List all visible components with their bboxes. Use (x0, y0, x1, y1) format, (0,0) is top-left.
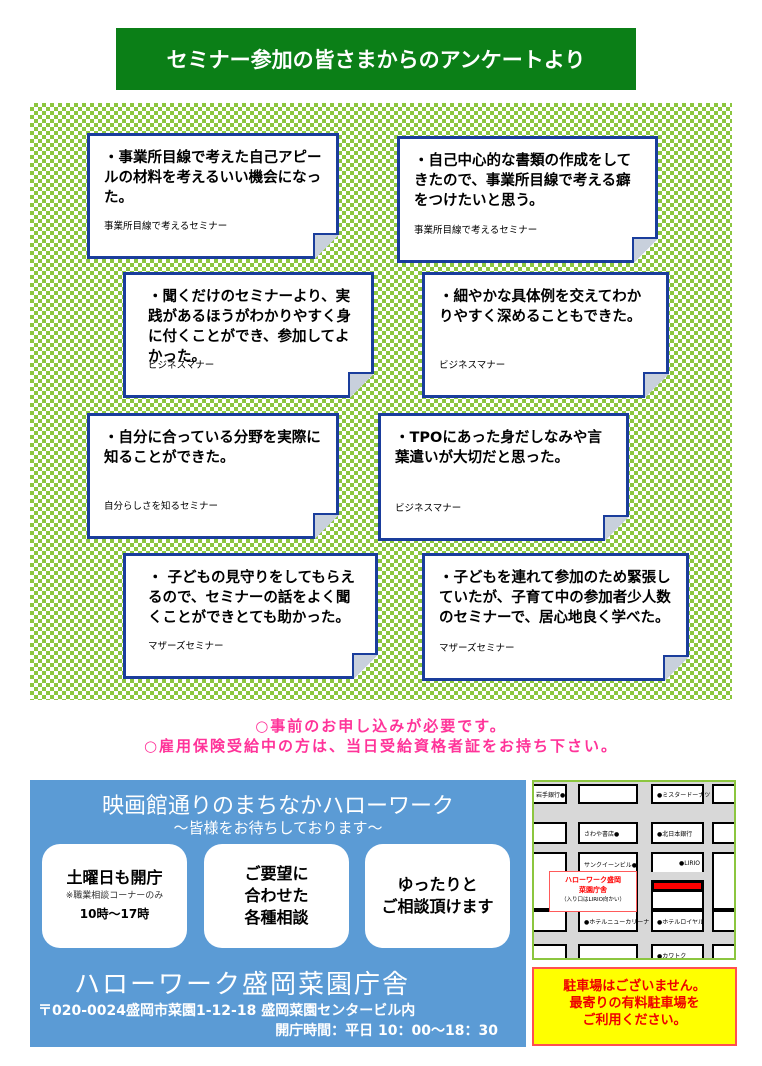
map-block (712, 944, 734, 958)
callout-line: ハローワーク盛岡 (565, 876, 621, 884)
map-label: ●ホテルロイヤル (657, 918, 705, 926)
notices: ○事前のお申し込みが必要です。 ○雇用保険受給中の方は、当日受給資格者証をお持ち… (0, 716, 762, 756)
relaxed-line: ご相談頂けます (381, 897, 494, 916)
card-comment: ・事業所目線で考えた自己アピールの材料を考えるいい機会になった。 (104, 150, 322, 206)
consultation-line: 合わせた (244, 886, 309, 905)
notice-application: ○事前のお申し込みが必要です。 (255, 717, 507, 735)
map-block: ●LIRIO (651, 852, 704, 872)
map-block: さわや書店● (578, 822, 638, 844)
card-seminar: ビジネスマナー (439, 360, 506, 371)
office-hours: 開庁時間：平日 10：00～18：30 (275, 1023, 498, 1039)
info-heading: 映画館通りのまちなかハローワーク (101, 794, 454, 819)
map-block: ●ホテルニューカリーナ (578, 910, 649, 932)
survey-card: ・事業所目線で考えた自己アピールの材料を考えるいい機会になった。事業所目線で考え… (87, 133, 339, 259)
relaxed-box: ゆったりと ご相談頂けます (365, 844, 510, 948)
saturday-hours: 10時～17時 (79, 907, 150, 921)
card-seminar: 事業所目線で考えるセミナー (104, 221, 228, 232)
card-comment: ・細やかな具体例を交えてわかりやすく深めることもできた。 (439, 289, 642, 325)
parking-line: 駐車場はございません。 (563, 979, 706, 994)
parking-notice: 駐車場はございません。 最寄りの有料駐車場を ご利用ください。 (532, 967, 737, 1046)
callout-line: 菜園庁舎 (579, 886, 607, 894)
survey-card: ・細やかな具体例を交えてわかりやすく深めることもできた。ビジネスマナー (422, 272, 669, 398)
card-seminar: マザーズセミナー (148, 641, 224, 652)
relaxed-line: ゆったりと (397, 875, 478, 894)
card-comment: ・TPOにあった身だしなみや言葉遣いが大切だと思った。 (395, 430, 602, 466)
map-label: ●カワトク (657, 952, 687, 960)
survey-card: ・ 子どもの見守りをしてもらえるので、セミナーの話をよく聞くことができとても助か… (123, 553, 378, 679)
card-seminar: 自分らしさを知るセミナー (104, 501, 219, 512)
map-label: 岩手銀行● (536, 791, 566, 799)
map-block (712, 784, 734, 804)
survey-card: ・自分に合っている分野を実際に知ることができた。自分らしさを知るセミナー (87, 413, 339, 539)
map-block: ●ホテルロイヤル (651, 910, 704, 932)
page-curl-icon (348, 372, 374, 398)
survey-card: ・TPOにあった身だしなみや言葉遣いが大切だと思った。ビジネスマナー (378, 413, 629, 541)
hello-work-building-marker (651, 880, 704, 892)
office-name: ハローワーク盛岡菜園庁舎 (74, 970, 411, 1000)
parking-line: ご利用ください。 (582, 1013, 687, 1028)
map-block (712, 910, 734, 932)
page-curl-icon (603, 515, 629, 541)
card-comment: ・自分に合っている分野を実際に知ることができた。 (104, 430, 321, 466)
map-label: さわや書店● (584, 830, 620, 838)
map-block: 岩手銀行● (534, 784, 567, 804)
map-label: ●北日本銀行 (657, 830, 693, 838)
map-label: ●ミスタードーナツ (657, 791, 711, 799)
map-block (712, 822, 734, 844)
map-block (534, 910, 567, 932)
map-block: ●北日本銀行 (651, 822, 704, 844)
card-seminar: ビジネスマナー (148, 360, 215, 371)
access-map: 岩手銀行● ●ミスタードーナツ さわや書店● ●北日本銀行 サンクイーンビル● … (532, 780, 736, 960)
map-block: ●ミスタードーナツ (651, 784, 710, 804)
card-seminar: マザーズセミナー (439, 643, 515, 654)
card-comment: ・ 子どもの見守りをしてもらえるので、セミナーの話をよく聞くことができとても助か… (148, 570, 355, 626)
map-block (578, 944, 638, 958)
survey-card: ・子どもを連れて参加のため緊張していたが、子育て中の参加者少人数のセミナーで、居… (422, 553, 689, 681)
info-subheading: ～皆様をお待ちしております～ (173, 819, 383, 837)
map-block (534, 944, 567, 958)
card-comment: ・子どもを連れて参加のため緊張していたが、子育て中の参加者少人数のセミナーで、居… (439, 570, 671, 626)
card-comment: ・自己中心的な書類の作成をしてきたので、事業所目線で考える癖をつけたいと思う。 (414, 153, 632, 209)
hello-work-callout: ハローワーク盛岡 菜園庁舎 （入り口はLIRIO向かい） (549, 871, 637, 912)
map-block (578, 784, 638, 804)
card-comment: ・聞くだけのセミナーより、実践があるほうがわかりやすく身に付くことができ、参加し… (148, 289, 351, 365)
page-curl-icon (313, 233, 339, 259)
page-curl-icon (663, 655, 689, 681)
map-label: ●ホテルニューカリーナ (584, 918, 650, 926)
saturday-box: 土曜日も開庁 ※職業相談コーナーのみ 10時～17時 (42, 844, 187, 948)
page-curl-icon (352, 653, 378, 679)
map-block (651, 892, 704, 910)
notice-insurance: ○雇用保険受給中の方は、当日受給資格者証をお持ち下さい。 (143, 737, 619, 755)
map-label: サンクイーンビル● (584, 862, 637, 869)
map-label: ●LIRIO (678, 859, 700, 867)
consultation-line: ご要望に (244, 864, 309, 883)
page-curl-icon (313, 513, 339, 539)
survey-card: ・聞くだけのセミナーより、実践があるほうがわかりやすく身に付くことができ、参加し… (123, 272, 374, 398)
card-seminar: 事業所目線で考えるセミナー (414, 225, 538, 236)
map-block (534, 822, 567, 844)
page-curl-icon (632, 237, 658, 263)
saturday-note: ※職業相談コーナーのみ (65, 891, 164, 901)
card-seminar: ビジネスマナー (395, 503, 462, 514)
office-address: 〒020-0024盛岡市菜園1-12-18 盛岡菜園センタービル内 (38, 1003, 416, 1019)
parking-line: 最寄りの有料駐車場を (569, 996, 700, 1011)
consultation-box: ご要望に 合わせた 各種相談 (204, 844, 349, 948)
callout-note: （入り口はLIRIO向かい） (561, 897, 625, 903)
survey-card: ・自己中心的な書類の作成をしてきたので、事業所目線で考える癖をつけたいと思う。事… (397, 136, 658, 263)
office-info-panel: 映画館通りのまちなかハローワーク ～皆様をお待ちしております～ 土曜日も開庁 ※… (30, 780, 526, 1047)
consultation-line: 各種相談 (244, 908, 309, 927)
map-block: ●カワトク (651, 944, 704, 960)
page-curl-icon (643, 372, 669, 398)
page-title: セミナー参加の皆さまからのアンケートより (116, 28, 636, 90)
saturday-title: 土曜日も開庁 (66, 868, 163, 887)
map-block (712, 852, 734, 910)
